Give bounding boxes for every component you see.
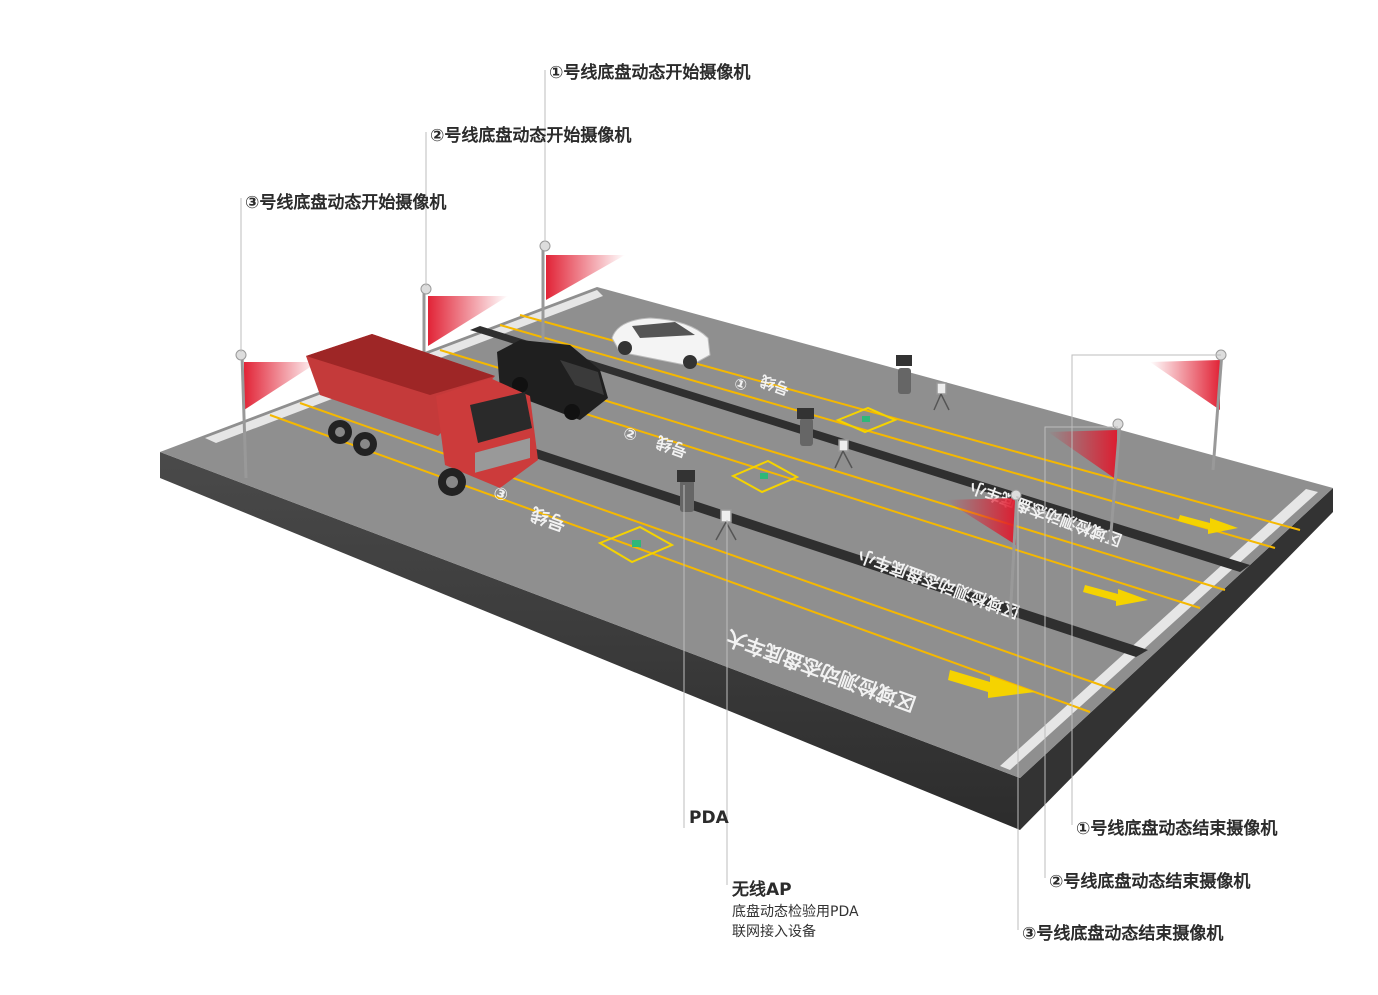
end-camera-1-label: ①号线底盘动态结束摄像机 <box>1076 819 1278 839</box>
start-camera-2 <box>420 283 508 360</box>
start-cameras <box>235 240 625 479</box>
start-camera-1-label: ①号线底盘动态开始摄像机 <box>549 63 751 83</box>
camera-pole <box>1211 351 1224 471</box>
pit <box>632 540 641 547</box>
end-camera-2-label: ②号线底盘动态结束摄像机 <box>1049 872 1251 892</box>
arrow-icon <box>1178 515 1238 534</box>
inspection-boxes <box>597 406 898 564</box>
leader-end-1 <box>1071 354 1221 825</box>
camera-icon <box>539 240 551 252</box>
camera-icon <box>1010 489 1022 501</box>
edge-strip-right <box>1000 489 1318 770</box>
platform-side-left <box>160 452 1020 830</box>
black-van <box>497 340 608 420</box>
end-camera-3-label: ③号线底盘动态结束摄像机 <box>1022 924 1224 944</box>
start-camera-2-label: ②号线底盘动态开始摄像机 <box>430 126 632 146</box>
devices <box>677 355 950 541</box>
camera-beam <box>546 255 625 300</box>
lane-line <box>299 402 1116 691</box>
inspection-box <box>597 525 675 564</box>
camera-beam <box>1048 430 1117 480</box>
camera-beam <box>945 498 1016 545</box>
camera-beam <box>244 362 318 410</box>
end-camera-3 <box>945 489 1022 621</box>
ap-tripod <box>715 509 737 541</box>
lane-1-number: ① <box>732 374 750 395</box>
leader-end-2 <box>1044 426 1118 878</box>
white-suv <box>611 317 711 369</box>
lane-lines <box>269 314 1301 713</box>
inspection-pits <box>632 416 870 547</box>
ap-desc-line-2: 联网接入设备 <box>732 924 816 940</box>
camera-pole <box>240 354 248 479</box>
arrow-icon <box>948 670 1035 698</box>
start-camera-3-label: ③号线底盘动态开始摄像机 <box>245 193 447 213</box>
pda-stand <box>896 355 912 394</box>
lane-line <box>499 324 1276 549</box>
ap-title: 无线AP <box>732 880 792 900</box>
ap-desc-line-1: 底盘动态检验用PDA <box>732 904 859 920</box>
groove-1 <box>470 326 1250 572</box>
camera-beam <box>1150 360 1220 410</box>
start-camera-3 <box>235 349 318 479</box>
arrow-icon <box>1083 585 1148 606</box>
pda-label: PDA <box>689 808 729 828</box>
ap-tripod <box>933 382 950 411</box>
camera-beam <box>428 296 508 346</box>
red-dump-truck <box>306 334 538 496</box>
pit <box>862 416 870 422</box>
platform-side-right <box>1020 488 1333 830</box>
direction-arrows <box>948 515 1238 698</box>
lane-3-number: ③ <box>490 483 510 507</box>
inspection-box <box>730 459 800 494</box>
ap-tripod <box>834 439 853 469</box>
start-camera-1 <box>539 240 625 340</box>
inspection-box <box>835 406 898 434</box>
pda-stand <box>797 408 814 446</box>
leader-lines <box>240 70 1221 930</box>
lane-2-number: ② <box>621 423 640 445</box>
camera-pole <box>1108 421 1122 546</box>
leader-end-3 <box>1016 496 1019 930</box>
end-cameras <box>945 349 1227 621</box>
pit <box>760 473 768 479</box>
camera-pole <box>1008 491 1019 621</box>
lane-line <box>269 414 1091 713</box>
